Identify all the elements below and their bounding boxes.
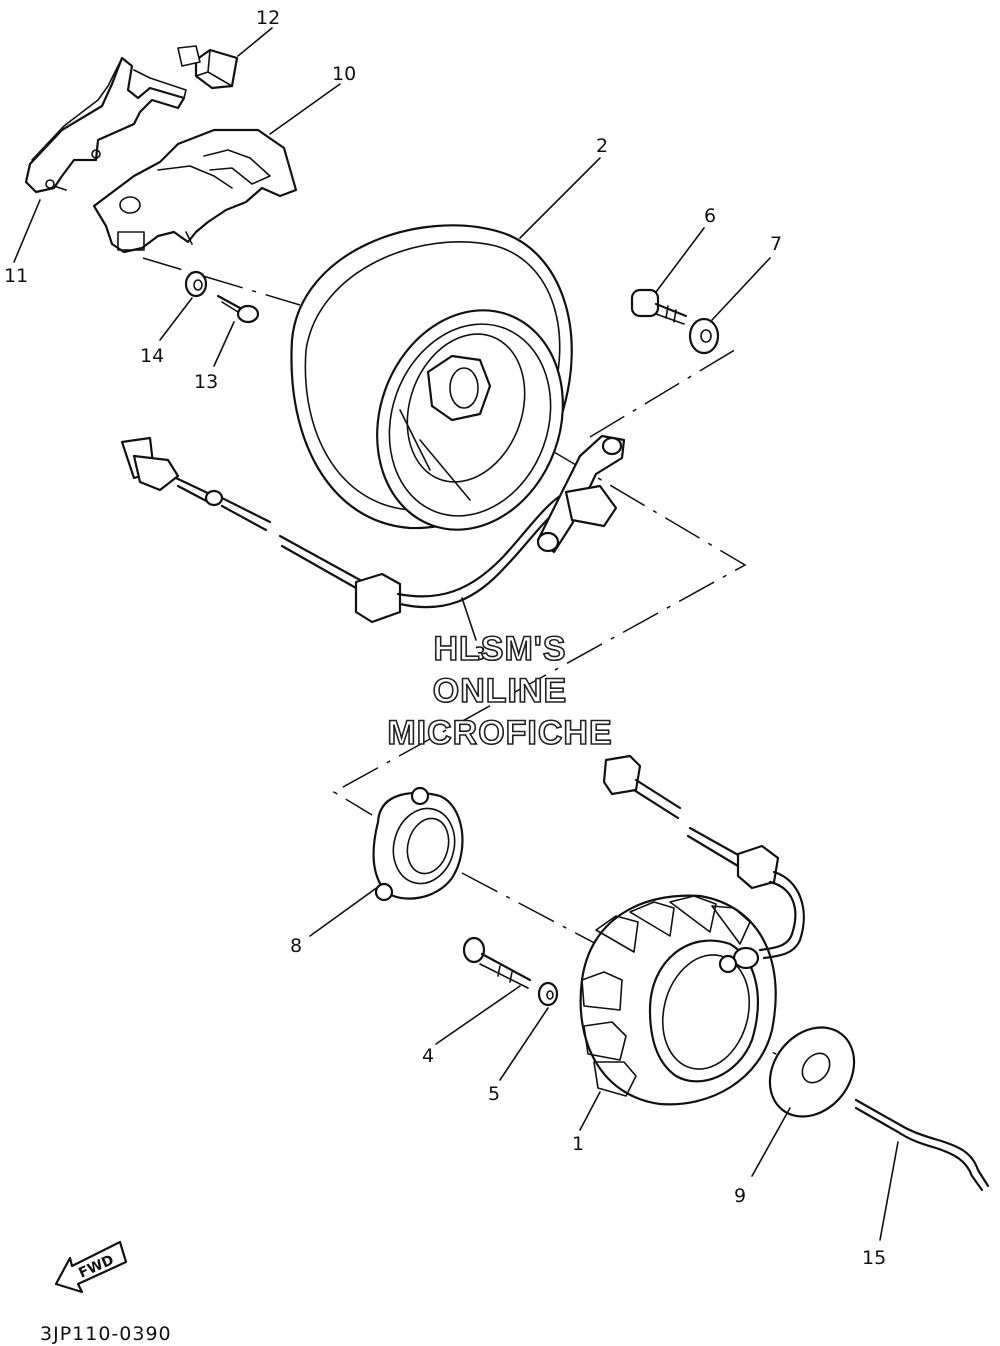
part-14-washer [184,270,208,298]
part-11-bracket [24,56,187,194]
part-13-screw [216,294,260,324]
part-10-cover [92,128,298,254]
callout-8: 8 [290,935,302,957]
watermark-line-2: ONLINE [433,672,567,710]
callout-3: 3 [474,643,486,665]
callout-1: 1 [572,1133,584,1155]
part-3-pickup-coil [120,434,626,624]
part-2-rotor [290,224,573,531]
fwd-arrow-icon: FWD [54,1240,128,1294]
part-12-block [177,45,239,90]
callout-2: 2 [596,135,608,157]
part-1-stator [579,754,805,1106]
callout-13: 13 [194,371,218,393]
part-9-washer [768,1026,856,1118]
callout-15: 15 [862,1247,886,1269]
part-6-bolt [630,288,688,325]
callout-10: 10 [332,63,356,85]
watermark: HLSM'S ONLINE MICROFICHE [387,629,613,753]
callout-11: 11 [4,265,28,287]
part-8-seal-holder [372,786,464,902]
callout-4: 4 [422,1045,434,1067]
part-4-screw [462,936,532,989]
part-5-washer [537,981,559,1007]
callout-14: 14 [140,345,164,367]
callout-12: 12 [256,7,280,29]
part-7-washer [688,317,720,355]
callout-leader-lines [13,27,899,1241]
watermark-line-1: HLSM'S [433,630,566,668]
callout-5: 5 [488,1083,500,1105]
callout-9: 9 [734,1185,746,1207]
diagram-code: 3JP110-0390 [40,1323,172,1345]
watermark-line-3: MICROFICHE [387,714,612,752]
callout-7: 7 [770,233,782,255]
callout-numbers: 12 10 2 11 14 13 6 7 3 8 4 5 1 9 15 [4,7,886,1269]
callout-6: 6 [704,205,716,227]
part-15-rod [854,1098,990,1192]
